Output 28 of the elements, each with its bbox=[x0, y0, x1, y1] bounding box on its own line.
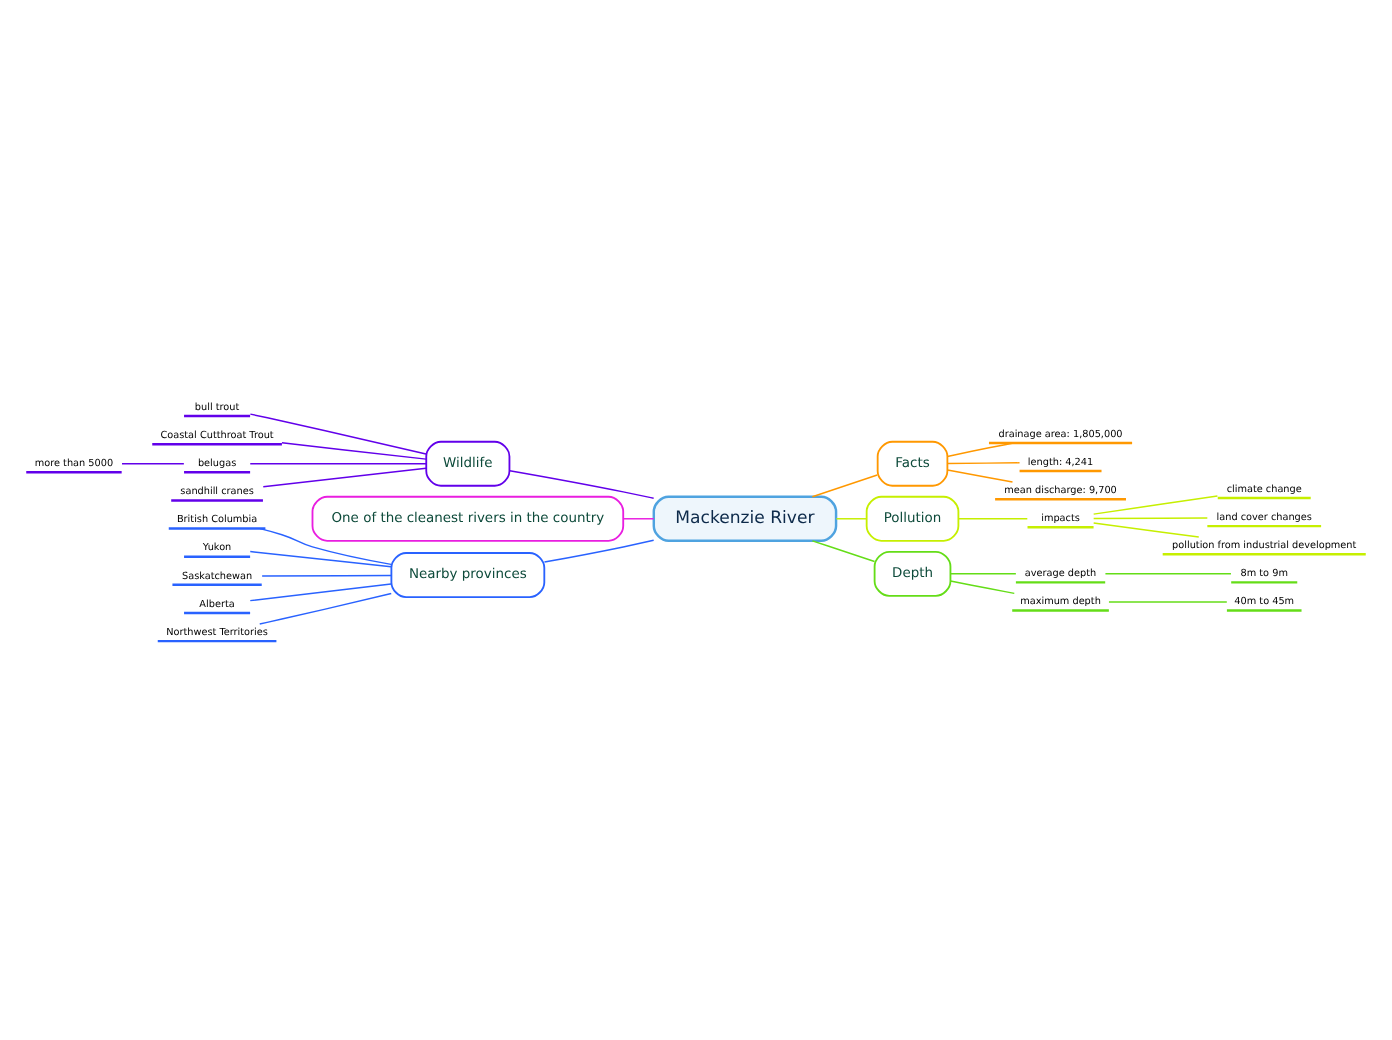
connector bbox=[1092, 517, 1209, 520]
connector bbox=[946, 442, 1015, 458]
connector bbox=[1092, 522, 1200, 538]
connector bbox=[259, 527, 392, 566]
connector bbox=[957, 518, 1029, 520]
connector bbox=[509, 469, 655, 499]
connector bbox=[811, 540, 876, 563]
connector bbox=[622, 518, 655, 520]
connector bbox=[811, 474, 878, 498]
connector bbox=[946, 462, 1021, 465]
connector bbox=[281, 442, 427, 460]
connector bbox=[249, 550, 392, 568]
connector bbox=[249, 463, 427, 465]
connector bbox=[1104, 573, 1232, 575]
connector bbox=[835, 518, 868, 520]
connector bbox=[543, 539, 655, 563]
connector bbox=[949, 580, 1016, 595]
connector bbox=[949, 573, 1017, 575]
connector bbox=[261, 574, 392, 577]
connector bbox=[1108, 601, 1228, 603]
connector bbox=[1092, 495, 1219, 515]
connector bbox=[259, 592, 392, 625]
connector bbox=[946, 469, 1014, 483]
connector bbox=[249, 413, 427, 455]
connector bbox=[121, 463, 185, 465]
node-box: Mackenzie River bbox=[652, 495, 838, 543]
connector bbox=[249, 583, 392, 602]
connector bbox=[262, 467, 427, 488]
